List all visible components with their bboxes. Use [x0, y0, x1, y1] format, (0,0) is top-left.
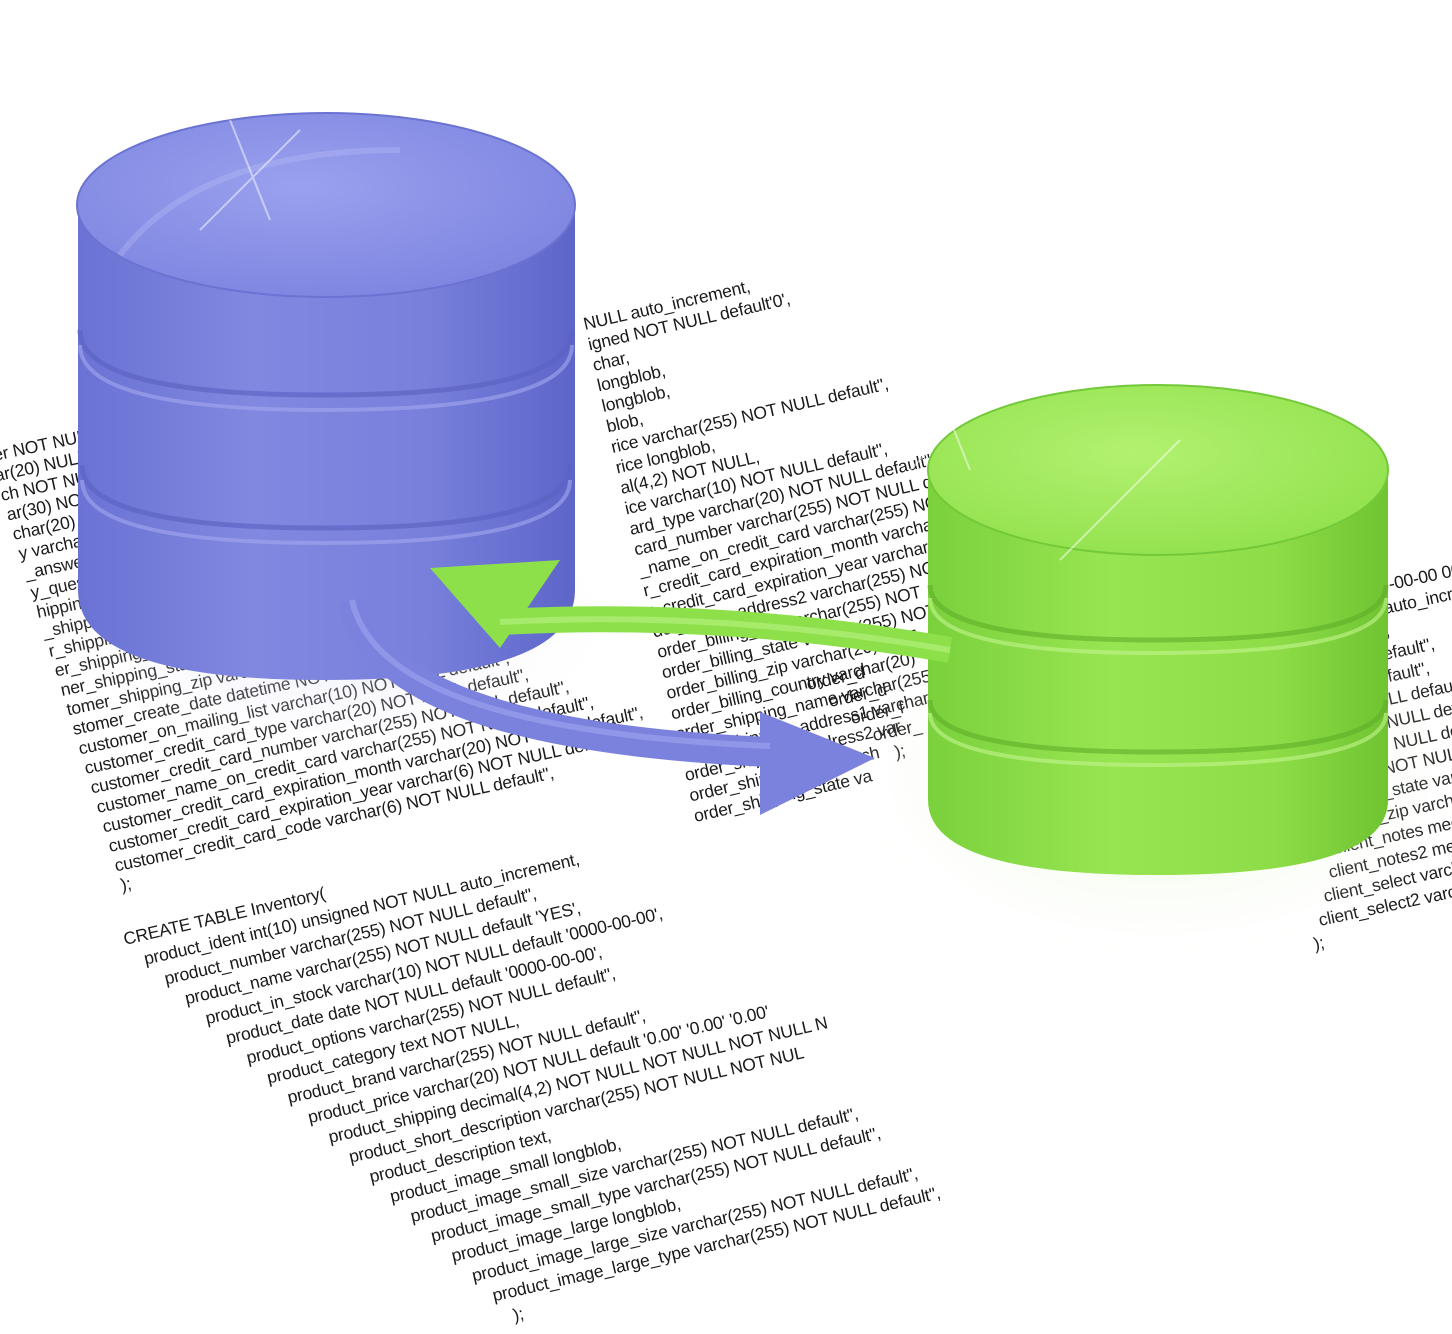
green-arrow-icon [430, 560, 953, 663]
blue-database-icon [76, 112, 576, 680]
code-line: ); [511, 1303, 526, 1325]
blue-arrow-icon [337, 596, 875, 815]
green-database-icon [927, 384, 1389, 875]
code-line: ); [119, 873, 133, 895]
watermark-marks [199, 119, 1181, 561]
code-block-center: CREATE TABLE Inventory( product_ident in… [121, 849, 942, 1325]
